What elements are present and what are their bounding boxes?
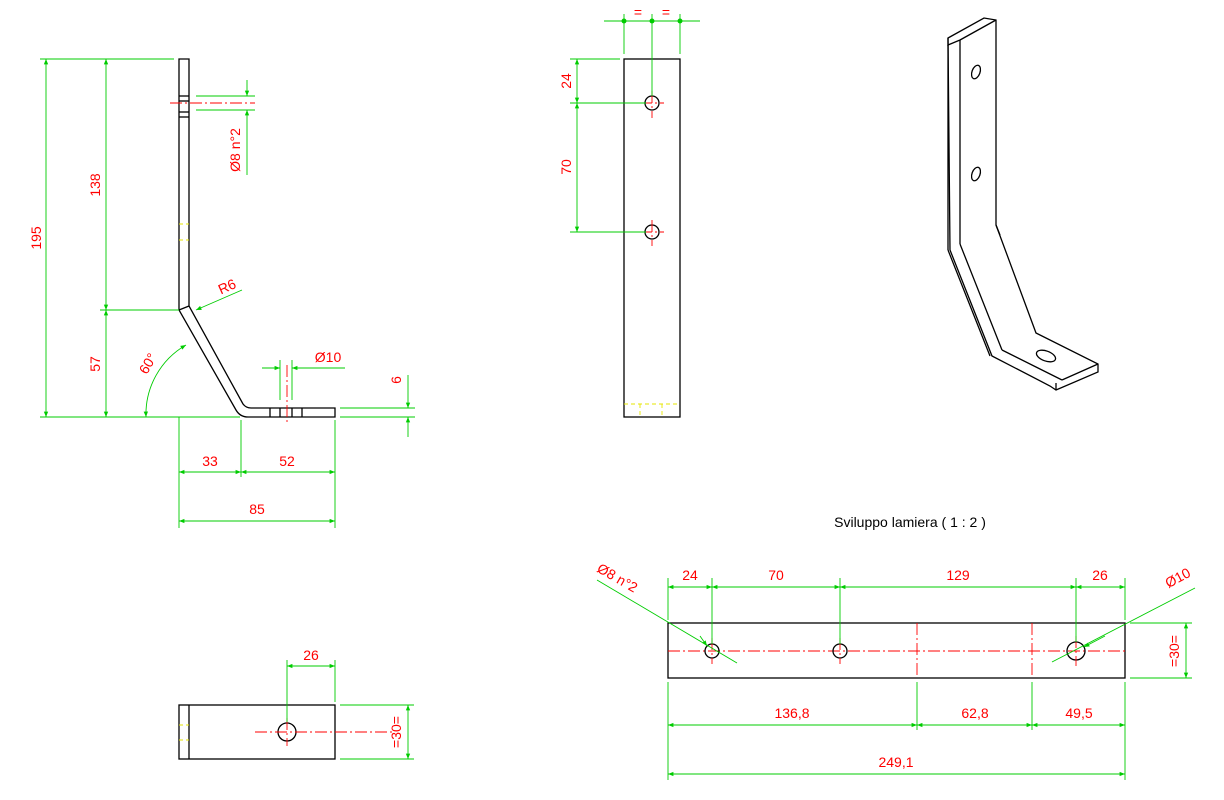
dim-138: 138 [87, 173, 103, 197]
iso-hole-1 [970, 64, 982, 80]
dim-195: 195 [28, 226, 44, 250]
flat-dim-top-70: 70 [768, 567, 784, 583]
flat-part-outline [667, 622, 1126, 679]
iso-hole-3 [1035, 349, 1057, 363]
dim-angle: 60° [135, 350, 159, 376]
side-view: 195 138 57 Ø8 n°2 R6 60° Ø10 6 [28, 58, 415, 528]
dim-eq-right: = [662, 4, 670, 20]
dim-85: 85 [249, 501, 265, 517]
flat-dim-top-129: 129 [946, 567, 970, 583]
hole-note-side: Ø8 n°2 [227, 128, 243, 172]
flat-dim-top-26: 26 [1092, 567, 1108, 583]
iso-part-outline [947, 17, 1099, 391]
dim-52: 52 [279, 453, 295, 469]
dim-eq-left: = [634, 4, 642, 20]
flat-pattern-title: Sviluppo lamiera ( 1 : 2 ) [834, 514, 986, 530]
dim-front-70: 70 [558, 159, 574, 175]
flat-dim-49-5: 49,5 [1065, 705, 1092, 721]
iso-hole-2 [970, 166, 982, 182]
bend-line-upper [178, 305, 190, 311]
flat-hole-note-left: Ø8 n°2 [595, 560, 641, 596]
isometric-view [947, 17, 1099, 391]
dim-thickness: 6 [388, 376, 404, 384]
dim-bottom-26: 26 [303, 647, 319, 663]
dim-33: 33 [202, 453, 218, 469]
leader-left [596, 579, 738, 664]
flat-dim-top-24: 24 [682, 567, 698, 583]
flat-dim-total: 249,1 [878, 754, 913, 770]
flat-hole-note-right: Ø10 [1162, 564, 1193, 591]
side-part-outline [178, 58, 336, 418]
dim-57: 57 [87, 356, 103, 372]
dim-bottom-width: =30= [388, 716, 404, 748]
dim-front-24: 24 [558, 73, 574, 89]
flat-dim-width: =30= [1166, 635, 1182, 667]
flat-dim-136-8: 136,8 [774, 705, 809, 721]
front-view: = = 24 70 [558, 4, 700, 418]
flat-dim-62-8: 62,8 [961, 705, 988, 721]
flat-pattern: Sviluppo lamiera ( 1 : 2 ) 24 70 129 26 … [595, 514, 1196, 780]
dim-hole-10: Ø10 [315, 349, 342, 365]
bottom-view: 26 =30= [178, 647, 414, 760]
leader-right [1051, 587, 1196, 663]
dim-R6: R6 [216, 275, 239, 297]
